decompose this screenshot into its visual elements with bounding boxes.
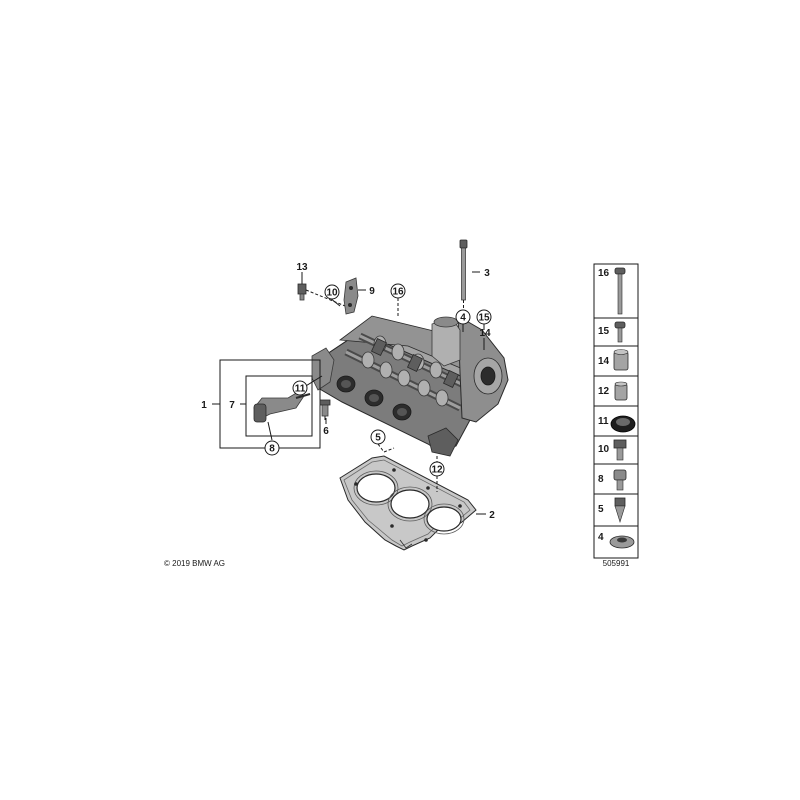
callout-3: 3 — [484, 268, 490, 279]
callout-14: 14 — [479, 328, 491, 339]
legend-row-5: 5 — [598, 497, 626, 524]
callout-5: 5 — [370, 429, 386, 445]
short-bolt-icon — [614, 321, 626, 343]
svg-text:5: 5 — [375, 433, 381, 444]
washer-icon — [609, 535, 635, 549]
diagram-code: 505991 — [603, 559, 630, 568]
cylinder-head — [311, 315, 509, 457]
svg-text:7: 7 — [229, 400, 235, 411]
callout-7: 7 — [229, 400, 235, 411]
part-6 — [319, 399, 331, 420]
legend-row-8: 8 — [598, 469, 627, 491]
callout-2: 2 — [489, 510, 495, 521]
dowel-icon — [614, 381, 628, 401]
svg-text:5: 5 — [598, 504, 604, 515]
callout-16: 16 — [390, 283, 406, 299]
callout-13: 13 — [296, 262, 308, 273]
svg-text:2: 2 — [489, 510, 495, 521]
callout-6: 6 — [323, 426, 329, 437]
callout-11: 11 — [292, 380, 308, 396]
legend-row-4: 4 — [598, 532, 635, 549]
svg-text:11: 11 — [598, 416, 609, 427]
legend-row-11: 11 — [598, 415, 636, 433]
hex-bolt-icon — [613, 439, 627, 461]
svg-text:15: 15 — [478, 313, 490, 324]
callout-4: 4 — [455, 309, 471, 325]
svg-text:16: 16 — [392, 287, 404, 298]
svg-text:3: 3 — [484, 268, 490, 279]
legend-row-16: 16 — [598, 267, 626, 315]
parts-legend: 16 15 14 12 — [593, 263, 639, 568]
svg-text:10: 10 — [598, 444, 610, 455]
svg-text:14: 14 — [598, 356, 610, 367]
svg-text:10: 10 — [326, 288, 338, 299]
callout-9: 9 — [369, 286, 375, 297]
svg-text:9: 9 — [369, 286, 375, 297]
svg-text:8: 8 — [269, 444, 275, 455]
seal-ring-icon — [610, 415, 636, 433]
svg-text:15: 15 — [598, 326, 610, 337]
svg-text:12: 12 — [431, 465, 443, 476]
leader-lines — [212, 271, 486, 515]
sensor-13 — [297, 283, 351, 309]
svg-text:8: 8 — [598, 474, 604, 485]
legend-row-14: 14 — [598, 349, 629, 371]
svg-text:4: 4 — [598, 532, 604, 543]
copyright-text: © 2019 BMW AG — [164, 559, 225, 568]
callout-15: 15 — [476, 309, 492, 325]
legend-row-12: 12 — [598, 381, 628, 401]
svg-text:14: 14 — [479, 328, 491, 339]
svg-text:11: 11 — [295, 384, 306, 395]
callout-8: 8 — [264, 440, 280, 456]
legend-row-15: 15 — [598, 321, 626, 343]
injector-detail-box — [219, 359, 323, 449]
callout-12: 12 — [429, 461, 445, 477]
callout-1: 1 — [201, 400, 207, 411]
svg-text:16: 16 — [598, 268, 610, 279]
svg-text:6: 6 — [323, 426, 329, 437]
head-bolt — [459, 239, 468, 312]
callout-10: 10 — [324, 284, 340, 300]
stud-icon — [614, 497, 626, 524]
svg-text:12: 12 — [598, 386, 610, 397]
long-bolt-icon — [614, 267, 626, 315]
svg-text:13: 13 — [296, 262, 308, 273]
bracket-9 — [343, 277, 359, 315]
svg-text:4: 4 — [460, 313, 466, 324]
socket-screw-icon — [613, 469, 627, 491]
head-gasket — [339, 455, 477, 551]
svg-text:1: 1 — [201, 400, 207, 411]
sleeve-icon — [613, 349, 629, 371]
legend-row-10: 10 — [598, 439, 627, 461]
